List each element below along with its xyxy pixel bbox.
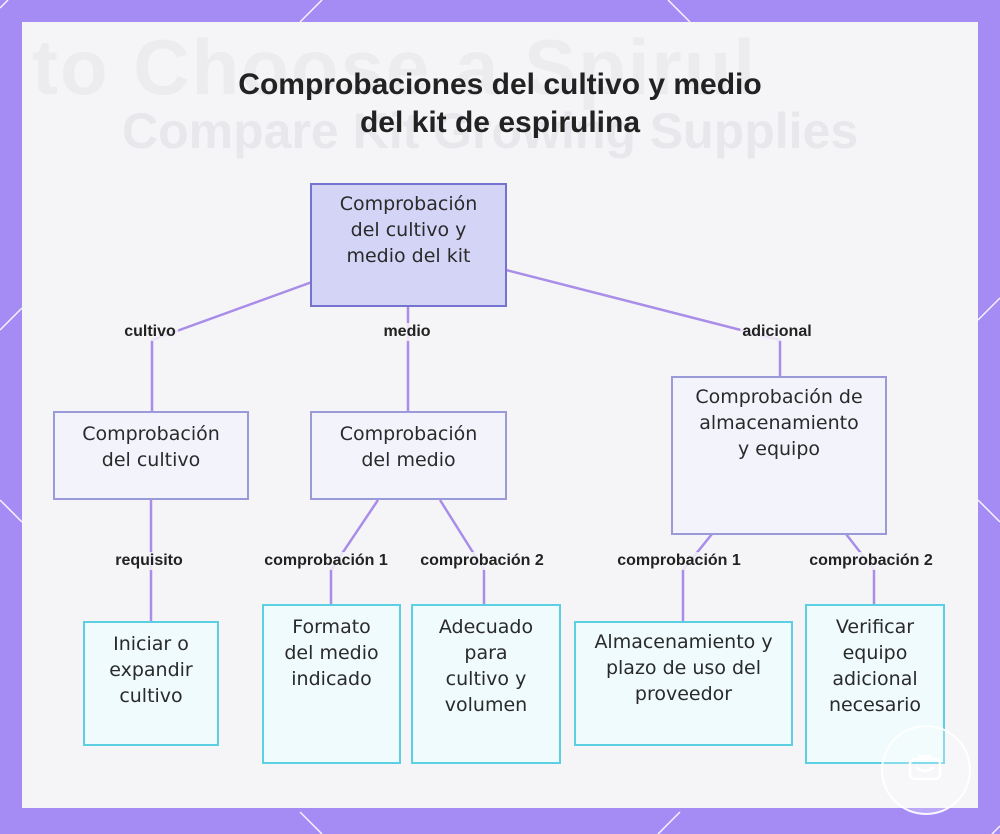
edge-root-cultivo xyxy=(150,280,313,412)
edge-label-medio-comprobacion-2: comprobación 2 xyxy=(418,552,546,570)
edge-label-adicional-comprobacion-1: comprobación 1 xyxy=(615,552,743,570)
edge-label-medio: medio xyxy=(381,323,433,341)
diagram-title: Comprobaciones del cultivo y medio del k… xyxy=(0,66,1000,142)
node-almacenamiento-proveedor: Almacenamiento y plazo de uso del provee… xyxy=(574,621,793,746)
edge-label-adicional-comprobacion-2: comprobación 2 xyxy=(807,552,935,570)
edge-label-medio-comprobacion-1: comprobación 1 xyxy=(262,552,390,570)
edge-label-cultivo: cultivo xyxy=(122,323,178,341)
edge-adicional-verificar xyxy=(845,533,876,605)
node-adicional: Comprobación de almacenamiento y equipo xyxy=(671,376,887,535)
background-text-line-1: to Choose a Spirul xyxy=(32,23,758,111)
logo-icon xyxy=(908,754,942,781)
node-iniciar-cultivo: Iniciar o expandir cultivo xyxy=(83,621,219,746)
logo-badge xyxy=(881,725,971,815)
node-cultivo: Comprobación del cultivo xyxy=(53,411,249,500)
node-adecuado-cultivo: Adecuado para cultivo y volumen xyxy=(411,604,561,764)
edge-label-requisito: requisito xyxy=(113,552,185,570)
node-verificar-equipo: Verificar equipo adicional necesario xyxy=(805,604,945,764)
edge-root-adicional xyxy=(505,268,782,377)
edge-medio-formato xyxy=(329,499,380,605)
node-root: Comprobación del cultivo y medio del kit xyxy=(310,183,507,307)
node-formato-medio: Formato del medio indicado xyxy=(262,604,401,764)
node-medio: Comprobación del medio xyxy=(310,411,507,500)
background-text-line-2: Compare Kit Growing Supplies xyxy=(122,103,859,159)
edge-adicional-almacenamiento xyxy=(681,533,713,622)
title-line-1: Comprobaciones del cultivo y medio xyxy=(238,68,762,101)
edge-label-adicional: adicional xyxy=(740,323,814,341)
title-line-2: del kit de espirulina xyxy=(359,106,641,139)
edge-medio-adecuado xyxy=(438,499,486,605)
